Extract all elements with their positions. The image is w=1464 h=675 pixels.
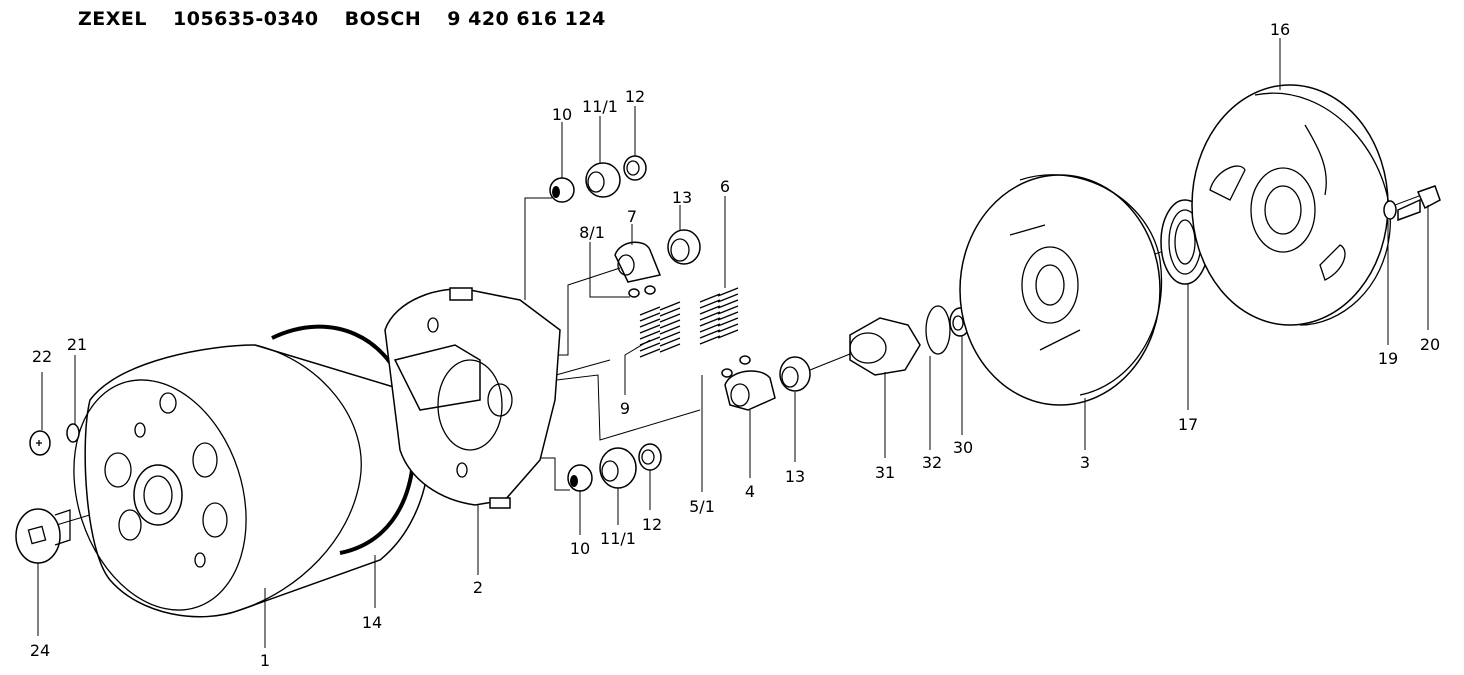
label-10-upper: 10: [552, 105, 572, 124]
center-screw-set: [849, 305, 971, 376]
title-part-zexel: 105635-0340: [173, 8, 319, 30]
label-16: 16: [1270, 20, 1290, 39]
label-7: 7: [627, 207, 637, 226]
label-6: 6: [720, 177, 730, 196]
bolt-and-washer-19-20: [1383, 185, 1441, 222]
title-brand-bosch: BOSCH: [344, 8, 422, 30]
part-16-cover: [1191, 84, 1391, 326]
label-17: 17: [1178, 415, 1198, 434]
label-20: 20: [1420, 335, 1440, 354]
upper-flyweight-set: [614, 229, 701, 298]
label-11-1-upper: 11/1: [582, 97, 618, 116]
label-24: 24: [30, 641, 50, 660]
label-3: 3: [1080, 453, 1090, 472]
part-labels: 1 2 3 4 5/1 6 7 8/1 9 10 10 11/1 11/1 12…: [30, 20, 1440, 670]
label-13-lower: 13: [785, 467, 805, 486]
part-2-hub: [384, 287, 561, 509]
title-part-bosch: 9 420 616 124: [447, 8, 606, 30]
upper-bushing-set: [549, 155, 647, 203]
label-9: 9: [620, 399, 630, 418]
part-1-housing: [73, 344, 431, 618]
label-leaders: [37, 38, 1429, 648]
diagram-title: ZEXEL 105635-0340 BOSCH 9 420 616 124: [78, 8, 632, 30]
label-14: 14: [362, 613, 382, 632]
springs-6-9: [639, 287, 739, 358]
label-12-lower: 12: [642, 515, 662, 534]
label-4: 4: [745, 482, 755, 501]
label-32: 32: [922, 453, 942, 472]
label-2: 2: [473, 578, 483, 597]
plug-parts-21-22-24: [15, 423, 80, 564]
label-11-1-lower: 11/1: [600, 529, 636, 548]
label-22: 22: [32, 347, 52, 366]
label-8-1: 8/1: [579, 223, 605, 242]
label-1: 1: [260, 651, 270, 670]
label-10-lower: 10: [570, 539, 590, 558]
label-21: 21: [67, 335, 87, 354]
lower-flyweight-set: [721, 355, 811, 411]
label-12-upper: 12: [625, 87, 645, 106]
label-30: 30: [953, 438, 973, 457]
label-31: 31: [875, 463, 895, 482]
label-13-upper: 13: [672, 188, 692, 207]
part-3-carrier: [959, 174, 1163, 406]
label-5-1: 5/1: [689, 497, 715, 516]
lower-bushing-set: [567, 443, 662, 492]
title-brand-zexel: ZEXEL: [78, 8, 147, 30]
label-19: 19: [1378, 349, 1398, 368]
